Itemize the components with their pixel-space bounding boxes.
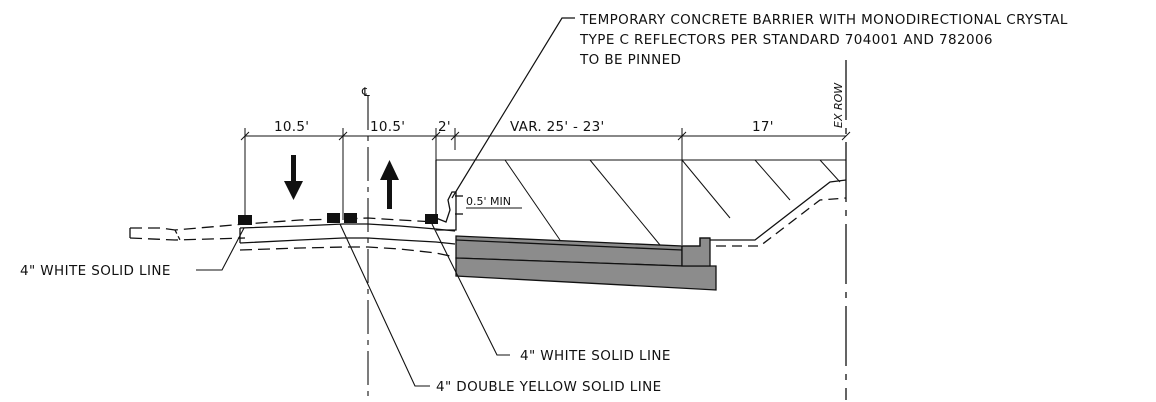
- right-white-line-leader: [431, 223, 510, 356]
- hatched-existing-area: [436, 159, 847, 246]
- right-slope: [682, 179, 847, 247]
- dim-offset-min: 0.5' MIN: [466, 195, 511, 208]
- right-white-line-label: 4" WHITE SOLID LINE: [520, 348, 671, 364]
- dim-right: 17': [752, 119, 774, 135]
- dim-lane-right: 10.5': [370, 119, 405, 135]
- southbound-arrow: [284, 155, 303, 200]
- barrier-note-line-1: TEMPORARY CONCRETE BARRIER WITH MONODIRE…: [579, 12, 1068, 28]
- northbound-arrow: [380, 160, 399, 209]
- dimension-string: [240, 128, 851, 245]
- double-yellow-marking-a: [327, 213, 340, 223]
- white-line-left-marking: [238, 215, 252, 225]
- white-line-right-marking: [425, 214, 438, 224]
- barrier-leader: [451, 17, 575, 199]
- left-white-line-label: 4" WHITE SOLID LINE: [20, 263, 171, 279]
- existing-pavement-left: [129, 217, 456, 258]
- row-label: EX ROW: [832, 82, 845, 128]
- double-yellow-label: 4" DOUBLE YELLOW SOLID LINE: [436, 379, 662, 395]
- dim-lane-left: 10.5': [274, 119, 309, 135]
- temporary-concrete-barrier: [435, 160, 463, 231]
- dim-variable: VAR. 25' - 23': [510, 119, 605, 135]
- centerline-symbol: ℄: [361, 85, 370, 99]
- barrier-note-line-3: TO BE PINNED: [579, 52, 681, 68]
- double-yellow-leader: [339, 223, 430, 387]
- barrier-note-line-2: TYPE C REFLECTORS PER STANDARD 704001 AN…: [579, 32, 993, 48]
- dim-shoulder: 2': [438, 119, 451, 135]
- double-yellow-marking-b: [344, 213, 357, 223]
- new-pavement: [455, 235, 717, 291]
- left-white-line-leader: [196, 227, 245, 271]
